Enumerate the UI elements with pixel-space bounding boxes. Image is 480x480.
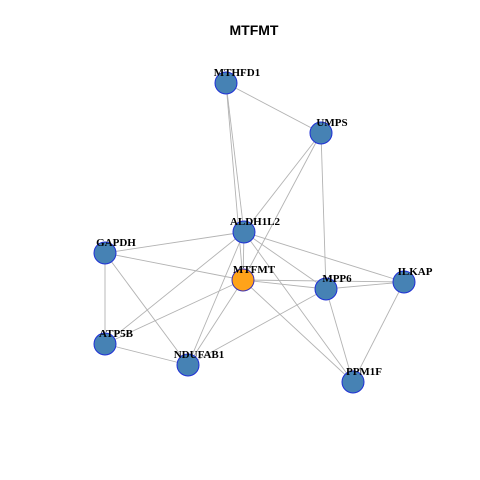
edge-aldh1l2-ndufab1 — [187, 231, 245, 366]
node-ilkap[interactable]: ILKAP — [392, 266, 433, 294]
node-aldh1l2[interactable]: ALDH1L2 — [230, 216, 281, 244]
edge-umps-aldh1l2 — [243, 132, 322, 233]
edge-mpp6-ilkap — [325, 281, 405, 290]
node-circle-mpp6[interactable] — [314, 277, 338, 301]
node-mtfmt[interactable]: MTFMT — [231, 264, 276, 292]
node-circle-atp5b[interactable] — [93, 332, 117, 356]
node-label-mpp6: MPP6 — [322, 273, 352, 285]
edge-aldh1l2-ppm1f — [243, 231, 354, 383]
node-label-aldh1l2: ALDH1L2 — [230, 216, 281, 228]
edge-aldh1l2-atp5b — [104, 231, 245, 345]
edge-aldh1l2-mpp6 — [243, 231, 327, 290]
edge-mtfmt-atp5b — [104, 279, 244, 345]
node-label-umps: UMPS — [316, 117, 347, 129]
node-mthfd1[interactable]: MTHFD1 — [214, 67, 260, 95]
edge-atp5b-ndufab1 — [104, 343, 189, 366]
node-circle-ppm1f[interactable] — [341, 370, 365, 394]
edges-layer — [104, 82, 405, 383]
node-circle-mthfd1[interactable] — [214, 71, 238, 95]
node-label-atp5b: ATP5B — [99, 328, 134, 340]
edge-mthfd1-aldh1l2 — [225, 82, 245, 233]
edge-umps-mtfmt — [242, 132, 322, 281]
edge-mtfmt-ndufab1 — [187, 279, 244, 366]
node-gapdh[interactable]: GAPDH — [93, 237, 136, 265]
edge-mpp6-ndufab1 — [187, 288, 327, 366]
edge-mtfmt-mpp6 — [242, 279, 327, 290]
edge-mtfmt-ppm1f — [242, 279, 354, 383]
edge-gapdh-mtfmt — [104, 252, 244, 281]
node-label-ilkap: ILKAP — [398, 266, 433, 278]
node-label-ndufab1: NDUFAB1 — [174, 349, 225, 361]
edge-mpp6-ppm1f — [325, 288, 354, 383]
node-label-ppm1f: PPM1F — [346, 366, 382, 378]
node-circle-gapdh[interactable] — [93, 241, 117, 265]
edge-mthfd1-mtfmt — [225, 82, 244, 281]
node-label-mtfmt: MTFMT — [233, 264, 276, 276]
node-ndufab1[interactable]: NDUFAB1 — [174, 349, 225, 377]
edge-mthfd1-umps — [225, 82, 322, 134]
node-circle-ndufab1[interactable] — [176, 353, 200, 377]
node-label-mthfd1: MTHFD1 — [214, 67, 260, 79]
node-circle-umps[interactable] — [309, 121, 333, 145]
node-circle-mtfmt[interactable] — [231, 268, 255, 292]
edge-aldh1l2-gapdh — [104, 231, 245, 254]
node-label-gapdh: GAPDH — [96, 237, 136, 249]
diagram-title: MTFMT — [230, 22, 279, 38]
node-mpp6[interactable]: MPP6 — [314, 273, 352, 301]
edge-gapdh-ndufab1 — [104, 252, 189, 366]
edge-umps-mpp6 — [320, 132, 327, 290]
node-circle-aldh1l2[interactable] — [232, 220, 256, 244]
node-ppm1f[interactable]: PPM1F — [341, 366, 382, 394]
edge-ilkap-ppm1f — [352, 281, 405, 383]
node-circle-ilkap[interactable] — [392, 270, 416, 294]
node-umps[interactable]: UMPS — [309, 117, 348, 145]
node-atp5b[interactable]: ATP5B — [93, 328, 134, 356]
edge-aldh1l2-ilkap — [243, 231, 405, 283]
